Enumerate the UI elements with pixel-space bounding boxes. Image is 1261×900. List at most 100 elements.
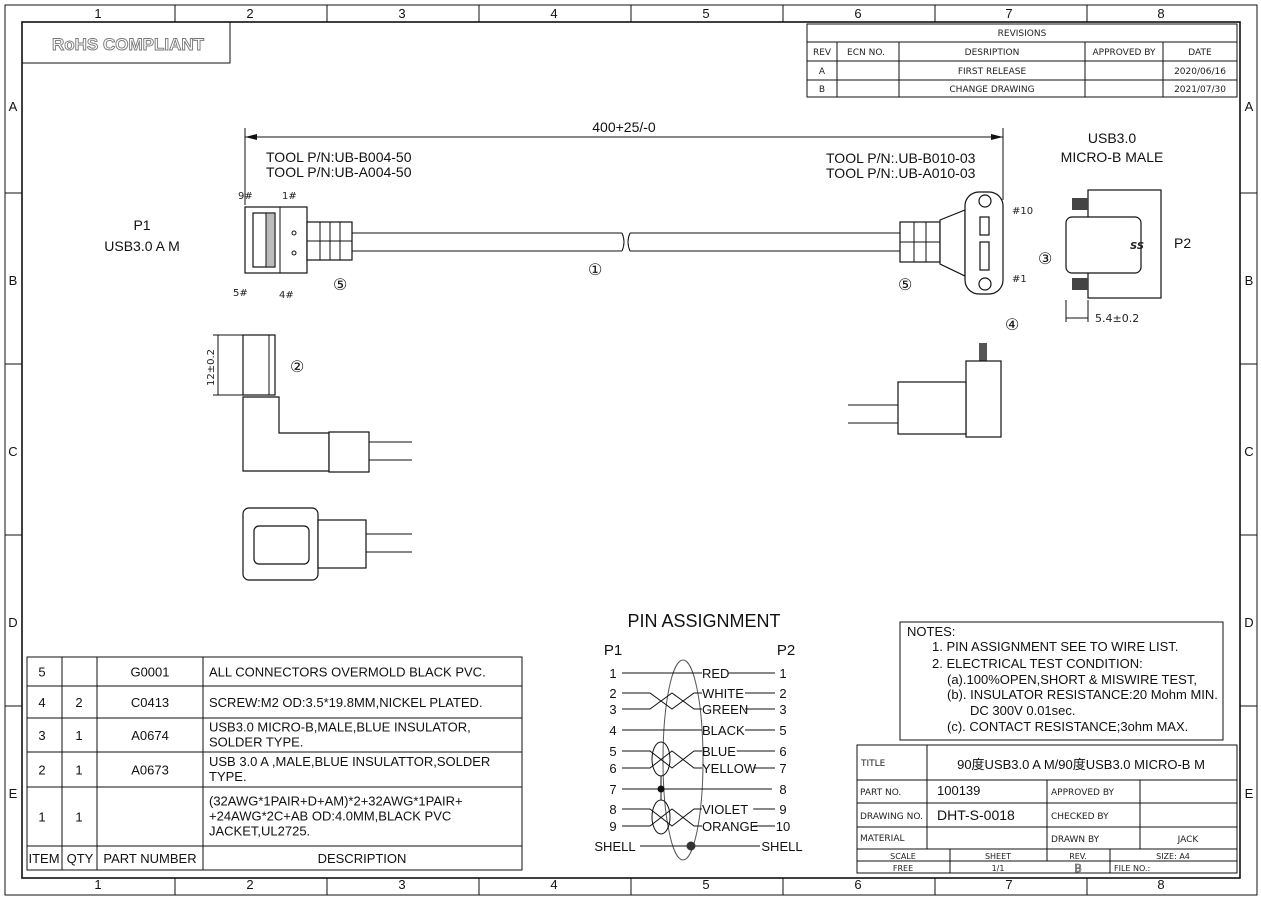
zone-column-label: 8 [1157, 877, 1164, 892]
revision-row-rev: A [819, 67, 826, 77]
pin-p1: 3 [609, 702, 616, 717]
rohs-label: RoHS COMPLIANT [52, 35, 205, 54]
revision-row-date: 2020/06/16 [1174, 67, 1226, 77]
pin-p1: 1 [609, 666, 616, 681]
revision-row-desc: FIRST RELEASE [958, 67, 1027, 77]
pin-p1: 9 [609, 819, 616, 834]
pin-p2: 2 [779, 686, 786, 701]
pin-p2: 3 [779, 702, 786, 717]
rev: B [1074, 862, 1082, 875]
wire-line [622, 692, 702, 710]
note-line: 1. PIN ASSIGNMENT SEE TO WIRE LIST. [932, 639, 1178, 654]
pin-p2: 10 [776, 819, 790, 834]
part-no-label: PART NO. [860, 788, 901, 798]
zone-column-label: 4 [550, 6, 557, 21]
sheet-label: SHEET [985, 852, 1011, 861]
micro-b-connector-side: SS 5.4±0.2 [1065, 189, 1162, 325]
zone-row-label: E [1245, 786, 1254, 801]
drawing-no: DHT-S-0018 [937, 807, 1015, 823]
bom-header: DESCRIPTION [318, 851, 407, 866]
note-line: (a).100%OPEN,SHORT & MISWIRE TEST, [947, 672, 1197, 687]
approved-label: APPROVED BY [1051, 788, 1115, 798]
bom-header: PART NUMBER [103, 851, 196, 866]
part-no: 100139 [937, 783, 980, 798]
zone-column-label: 5 [702, 6, 709, 21]
callout-4: ④ [1005, 317, 1019, 334]
zone-row-label: B [9, 273, 18, 288]
bom-qty: 1 [75, 810, 82, 825]
description-header: DESRIPTION [965, 48, 1020, 58]
size-label: SIZE: A4 [1156, 852, 1190, 861]
note-line: 2. ELECTRICAL TEST CONDITION: [932, 656, 1143, 671]
wire-color: YELLOW [702, 761, 757, 776]
length-label: 400+25/-0 [592, 119, 656, 135]
pin-p1: SHELL [594, 839, 635, 854]
tool-pn-left-1: TOOL P/N:UB-B004-50 [266, 149, 412, 165]
bom-description: USB 3.0 A ,MALE,BLUE INSULATTOR,SOLDER [209, 754, 490, 769]
wire-line [622, 808, 702, 827]
sheet: 1/1 [992, 864, 1005, 873]
zone-column-label: 3 [398, 877, 405, 892]
wire-line [622, 808, 702, 827]
wire-color: GREEN [702, 702, 748, 717]
material-label: MATERIAL [860, 834, 905, 844]
pin-p2: 7 [779, 761, 786, 776]
bom-header: ITEM [28, 851, 59, 866]
bom-item: 5 [38, 665, 45, 680]
pin-p2: SHELL [761, 839, 802, 854]
pin-label: 4# [279, 290, 294, 301]
revisions-title: REVISIONS [998, 29, 1047, 39]
zone-row-label: C [8, 444, 17, 459]
bom-description: ALL CONNECTORS OVERMOLD BLACK PVC. [209, 665, 486, 680]
zone-row-label: C [1244, 444, 1253, 459]
depth-dimension: 5.4±0.2 [1095, 312, 1139, 325]
micro-b-connector-front [848, 343, 1002, 438]
zone-column-label: 2 [246, 6, 253, 21]
micro-b-connector-top: #10 #1 [899, 191, 1033, 295]
zone-column-label: 6 [854, 877, 861, 892]
wire-line [622, 750, 702, 769]
callout-5: ⑤ [333, 277, 347, 294]
scale-label: SCALE [890, 852, 916, 861]
bom-qty: 2 [75, 695, 82, 710]
tool-pn-right-2: TOOL P/N:.UB-A010-03 [826, 165, 976, 181]
zone-row-label: A [9, 99, 18, 114]
bom-qty: 1 [75, 728, 82, 743]
drain-junction [657, 785, 665, 793]
zone-row-label: B [1245, 273, 1254, 288]
notes-title: NOTES: [907, 624, 955, 639]
pin-p2: 1 [779, 666, 786, 681]
p2-title-1: USB3.0 [1088, 130, 1136, 146]
pin-p1: 6 [609, 761, 616, 776]
zone-row-label: D [8, 615, 17, 630]
rev-label: REV. [1069, 852, 1087, 861]
pin-label: #10 [1012, 206, 1033, 217]
wire-color: BLUE [702, 744, 736, 759]
bom-description: (32AWG*1PAIR+D+AM)*2+32AWG*1PAIR+ [209, 794, 463, 809]
length-dimension: 400+25/-0 [244, 119, 1004, 205]
title-label: TITLE [860, 759, 886, 769]
drawn-label: DRAWN BY [1051, 835, 1100, 845]
pin-assignment-title: PIN ASSIGNMENT [627, 611, 780, 631]
bom-description: TYPE. [209, 769, 247, 784]
approved-header: APPROVED BY [1092, 48, 1156, 58]
wire-color: BLACK [702, 723, 745, 738]
note-line: (c). CONTACT RESISTANCE;3ohm MAX. [947, 719, 1188, 734]
p1-label: P1 [133, 217, 150, 233]
pin-p1: 4 [609, 723, 616, 738]
zone-column-label: 2 [246, 877, 253, 892]
shell-junction [686, 841, 696, 851]
wire-line [622, 692, 702, 710]
drawn-by: JACK [1177, 835, 1200, 845]
revisions-table: REVISIONS REV ECN NO. DESRIPTION APPROVE… [806, 23, 1238, 98]
checked-label: CHECKED BY [1051, 812, 1109, 822]
pin-p2: 8 [779, 782, 786, 797]
revision-row-rev: B [819, 85, 825, 95]
drawing-no-label: DRAWING NO. [860, 812, 923, 822]
pin-p1: 5 [609, 744, 616, 759]
